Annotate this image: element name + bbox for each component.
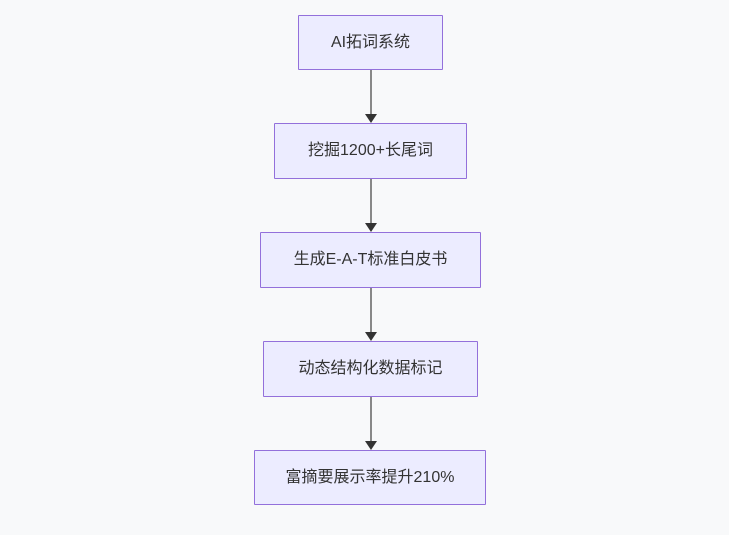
arrowhead-down-icon [364, 114, 377, 123]
flow-arrow-1 [364, 70, 377, 123]
flow-node-label: 挖掘1200+长尾词 [308, 142, 433, 160]
flow-arrow-3 [364, 288, 377, 341]
flow-node-longtail-keywords: 挖掘1200+长尾词 [274, 123, 467, 179]
arrow-line [369, 70, 372, 114]
arrow-line [369, 179, 372, 223]
flow-node-label: AI拓词系统 [330, 33, 411, 51]
arrowhead-down-icon [364, 332, 377, 341]
flow-node-label: 动态结构化数据标记 [298, 360, 443, 378]
arrowhead-down-icon [364, 441, 377, 450]
flow-node-label: 生成E-A-T标准白皮书 [293, 251, 448, 269]
flow-node-rich-snippet-rate: 富摘要展示率提升210% [254, 450, 486, 505]
flow-node-ai-word-system: AI拓词系统 [298, 15, 443, 70]
arrow-line [369, 397, 372, 441]
flow-node-eat-whitepaper: 生成E-A-T标准白皮书 [260, 232, 481, 288]
flow-node-structured-data-markup: 动态结构化数据标记 [263, 341, 478, 397]
flow-arrow-4 [364, 397, 377, 450]
flow-node-label: 富摘要展示率提升210% [285, 468, 455, 486]
flow-arrow-2 [364, 179, 377, 232]
arrowhead-down-icon [364, 223, 377, 232]
arrow-line [369, 288, 372, 332]
